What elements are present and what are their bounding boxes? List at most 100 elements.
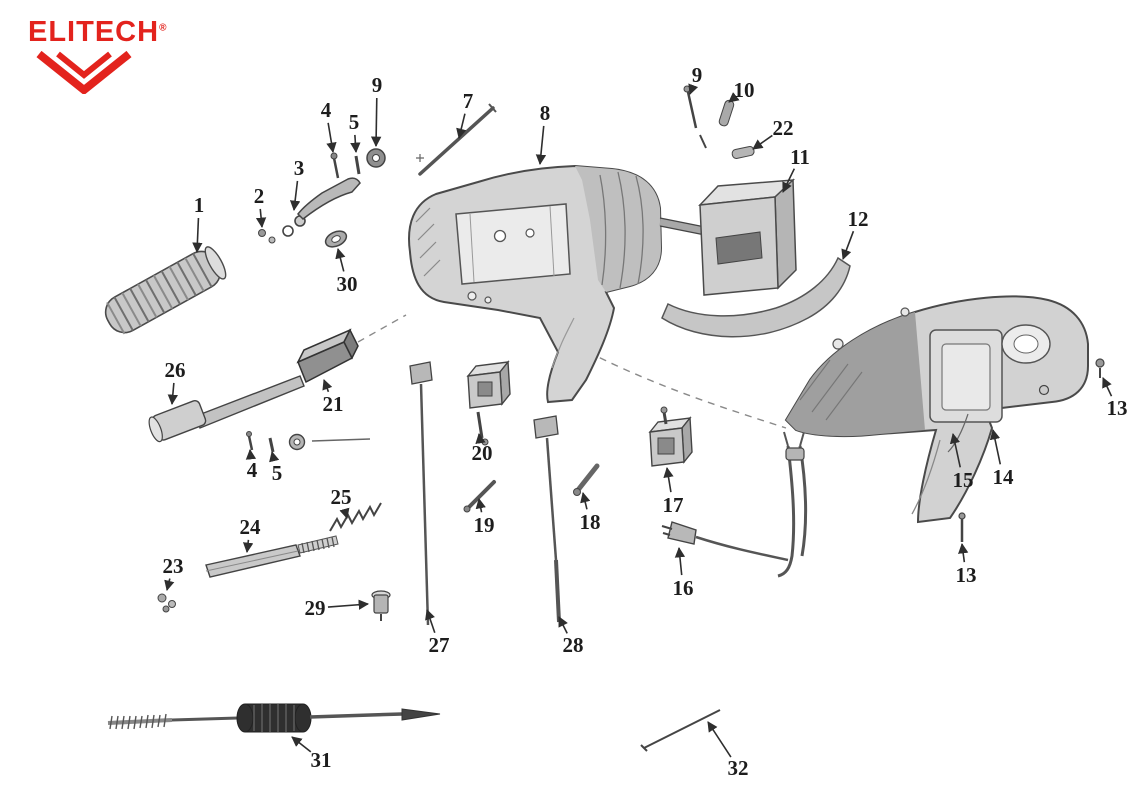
part-18-pin: [573, 463, 600, 496]
elitech-logo: ELITECH®: [28, 18, 167, 94]
part-label-32-34: 32: [728, 756, 749, 780]
part-23-clip-bits: [157, 593, 176, 613]
logo-registered-mark: ®: [159, 22, 168, 34]
part-leader-11-11: [782, 168, 796, 193]
part-leader-32-34: [707, 721, 732, 758]
part-label-20-18: 20: [472, 441, 493, 465]
part-label-13-32: 13: [956, 563, 977, 587]
part-label-21-15: 21: [323, 392, 344, 416]
part-leader-10-9: [728, 92, 740, 103]
part-16-plug-lead: [661, 521, 789, 562]
part-5-pin-lower: [268, 437, 275, 453]
logo-wordmark: ELITECH®: [28, 18, 167, 47]
part-21-sleeve-block: [296, 328, 359, 384]
part-4-screw-lower: [246, 431, 254, 451]
part-label-17-21: 17: [663, 493, 684, 517]
part-label-25-23: 25: [331, 485, 352, 509]
part-leader-31-33: [291, 736, 312, 753]
part-label-27-27: 27: [429, 633, 450, 657]
part-30-washer: [324, 230, 348, 248]
part-leader-27-27: [425, 609, 436, 633]
part-label-5-17: 5: [272, 461, 283, 485]
part-label-11-11: 11: [790, 145, 810, 169]
part-label-24-24: 24: [240, 515, 262, 539]
part-leader-28-28: [558, 616, 568, 634]
part-label-3-2: 3: [294, 156, 305, 180]
part-19-pin: [463, 480, 496, 513]
part-leader-18-20: [580, 491, 591, 510]
part-14-housing-shell: [784, 295, 1089, 524]
part-22-roller-pin: [731, 146, 755, 159]
part-31-shaft-assembly: [107, 703, 441, 733]
part-leader-5-4: [350, 134, 361, 154]
part-leader-30-13: [335, 247, 346, 272]
part-label-14-31: 14: [993, 465, 1015, 489]
part-32-needle: [640, 709, 721, 752]
part-leader-13-29: [1102, 377, 1113, 397]
part-24-threaded-rod: [205, 535, 339, 578]
part-leader-9-8: [688, 83, 699, 95]
part-leader-1-0: [192, 217, 203, 254]
part-label-1-0: 1: [194, 193, 205, 217]
part-label-23-25: 23: [163, 554, 184, 578]
part-leader-22-10: [752, 134, 773, 150]
part-25-spring: [329, 502, 382, 532]
part-label-26-14: 26: [165, 358, 186, 382]
part-9-washer: [366, 148, 386, 168]
part-label-5-4: 5: [349, 110, 360, 134]
part-13-screw-top: [1095, 358, 1105, 378]
part-leader-19-19: [475, 497, 486, 513]
part-label-31-33: 31: [311, 748, 332, 772]
part-label-28-28: 28: [563, 633, 584, 657]
part-leader-23-25: [164, 578, 175, 592]
part-leader-25-23: [339, 507, 350, 519]
part-label-18-20: 18: [580, 510, 601, 534]
part-7-pin-rod: [418, 103, 497, 176]
part-label-16-22: 16: [673, 576, 694, 600]
part-label-9-5: 9: [372, 73, 383, 97]
part-9-pin-right: [683, 85, 707, 149]
part-label-8-7: 8: [540, 101, 551, 125]
part-label-4-3: 4: [321, 98, 332, 122]
part-leader-4-16: [245, 448, 257, 460]
part-label-4-16: 4: [247, 458, 258, 482]
part-label-29-26: 29: [305, 596, 326, 620]
part-label-22-10: 22: [773, 116, 794, 140]
part-leader-16-22: [674, 546, 686, 576]
part-leader-15-30: [949, 432, 962, 468]
part-leader-8-7: [535, 125, 547, 166]
part-5-pin: [354, 155, 361, 175]
part-label-7-6: 7: [463, 89, 474, 113]
part-leader-13-32: [958, 542, 969, 563]
part-leader-17-21: [663, 466, 674, 493]
elitech-chevron-icon: [36, 50, 132, 94]
part-leader-24-24: [242, 539, 254, 554]
part-1-grip-tube: [104, 246, 227, 335]
part-label-15-30: 15: [953, 468, 974, 492]
logo-brand-text: ELITECH: [28, 16, 160, 48]
part-leader-7-6: [456, 113, 467, 140]
part-leader-20-18: [475, 432, 486, 445]
part-label-30-13: 30: [337, 272, 358, 296]
part-13-screw-bottom: [958, 512, 966, 542]
washer-and-needle: [288, 433, 371, 451]
registration-cross-mark: [416, 154, 424, 162]
assembly-axis-lines: [357, 314, 787, 429]
part-29-sleeve-fitting: [371, 590, 391, 621]
part-label-19-19: 19: [474, 513, 495, 537]
part-leader-9-5: [370, 97, 382, 148]
part-8-main-housing: [408, 164, 663, 404]
part-28-long-rod: [533, 415, 561, 623]
part-leader-14-31: [989, 428, 1002, 465]
part-26-rod-handle: [148, 375, 305, 443]
part-label-12-12: 12: [848, 207, 869, 231]
part-leader-5-17: [269, 450, 280, 463]
part-leader-2-1: [255, 208, 267, 229]
part-leader-29-26: [327, 599, 370, 610]
part-20-brush-holder: [466, 360, 511, 446]
part-label-10-9: 10: [734, 78, 755, 102]
part-12-deflector: [661, 256, 851, 338]
